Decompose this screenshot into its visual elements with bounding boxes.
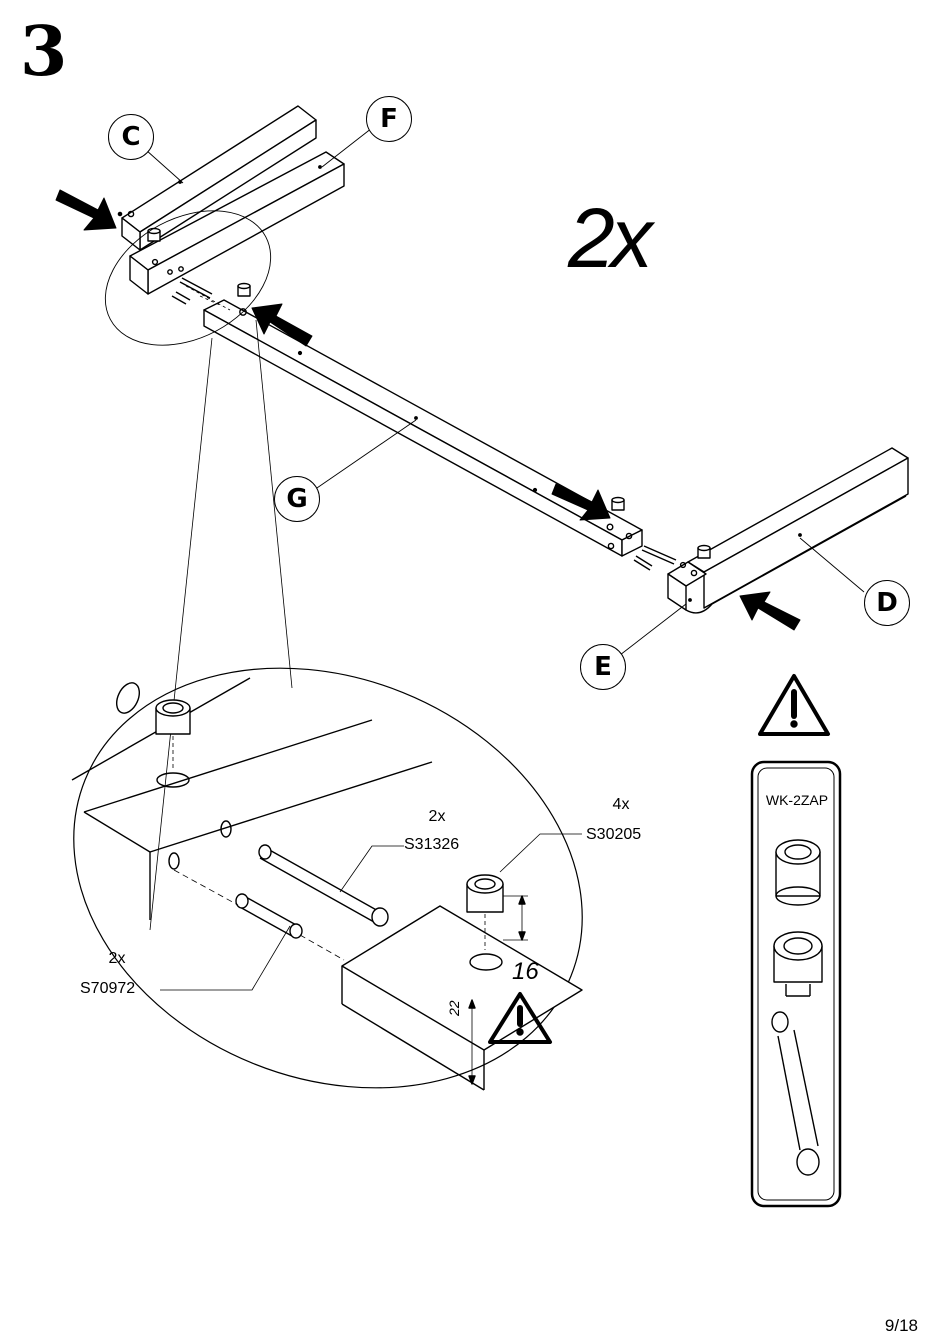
part-d-rail <box>687 447 909 609</box>
quantity-multiplier: 2x <box>568 191 653 285</box>
part-label-f: F <box>366 96 412 142</box>
dimension-height: 22 <box>446 1000 462 1016</box>
warning-mark-dot <box>516 1028 524 1036</box>
hardware-panel <box>750 760 842 1208</box>
hardware-panel-title: WK-2ZAP <box>765 792 829 808</box>
detail-view <box>71 667 583 1091</box>
part-label-d: D <box>864 580 910 626</box>
warning-triangle-icon <box>488 674 830 1044</box>
part-label-c: C <box>108 114 154 160</box>
part-label-g: G <box>274 476 320 522</box>
dowel-code: S70972 <box>80 980 136 997</box>
part-e-block <box>667 544 713 614</box>
magnify-region <box>104 210 272 346</box>
small-dowels-right <box>633 545 677 571</box>
part-label-e: E <box>580 644 626 690</box>
pin-code: S31326 <box>404 836 460 853</box>
dimension-depth: 16 <box>512 958 539 985</box>
zoom-line-left <box>149 337 213 931</box>
part-g-beam <box>203 282 643 557</box>
leader-lines <box>145 127 865 656</box>
cam-code: S30205 <box>586 826 642 843</box>
page-number: 9/18 <box>884 1316 918 1335</box>
pin-qty: 2x <box>428 808 446 825</box>
step-number: 3 <box>20 12 67 92</box>
push-arrow-icon <box>55 189 801 631</box>
part-f-rail <box>129 151 345 295</box>
small-dowels-left <box>171 277 231 311</box>
cam-qty: 4x <box>612 796 630 813</box>
warning-mark-dot <box>790 720 798 728</box>
dowel-qty: 2x <box>108 950 126 967</box>
